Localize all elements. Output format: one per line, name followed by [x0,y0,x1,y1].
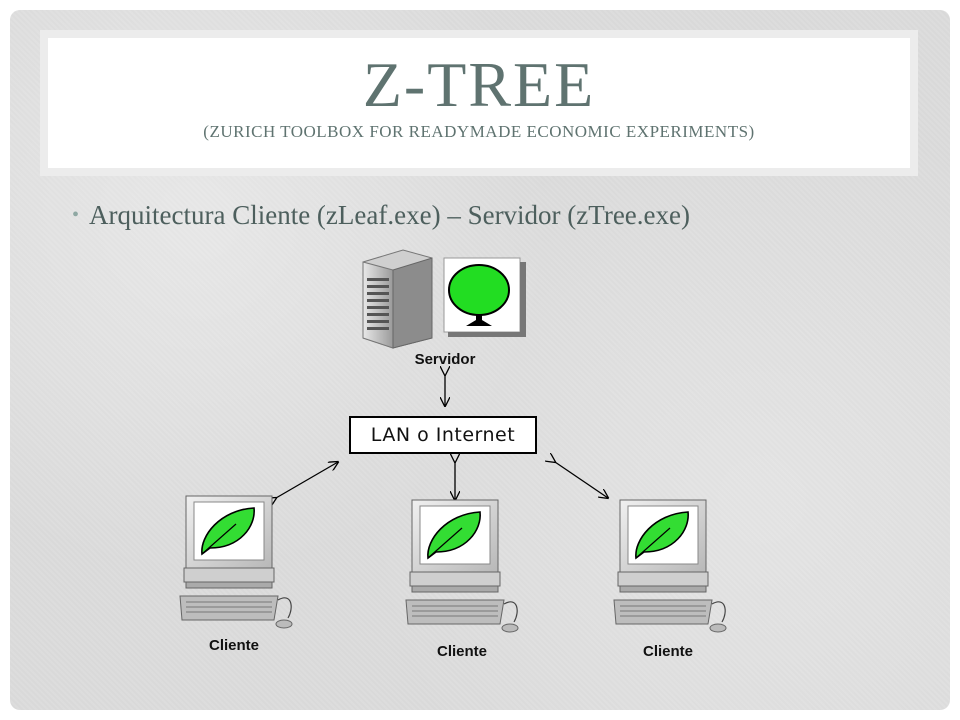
bullet-dot-icon: • [72,204,80,226]
network-diagram: Servidor Cliente [179,249,727,660]
page-subtitle: (ZURICH TOOLBOX FOR READYMADE ECONOMIC E… [203,122,755,141]
bullet-text: Arquitectura Cliente (zLeaf.exe) – Servi… [89,200,690,230]
tree-icon [443,257,526,337]
client-label-2: Cliente [437,643,487,660]
network-client3-arrow [555,462,608,498]
client-label-1: Cliente [209,637,259,654]
computer-icon [613,499,727,633]
computer-icon [179,495,293,629]
server-label: Servidor [415,351,476,368]
client-label-3: Cliente [643,643,693,660]
network-client1-arrow [276,462,338,498]
slide: Z-TREE (ZURICH TOOLBOX FOR READYMADE ECO… [10,10,950,710]
server-tower-icon [362,249,433,349]
page-title: Z-TREE [362,49,596,120]
title-box: Z-TREE (ZURICH TOOLBOX FOR READYMADE ECO… [40,30,918,176]
network-box: LAN o Internet [349,416,537,454]
bullet-item: • Arquitectura Cliente (zLeaf.exe) – Serv… [72,200,690,231]
computer-icon [405,499,519,633]
